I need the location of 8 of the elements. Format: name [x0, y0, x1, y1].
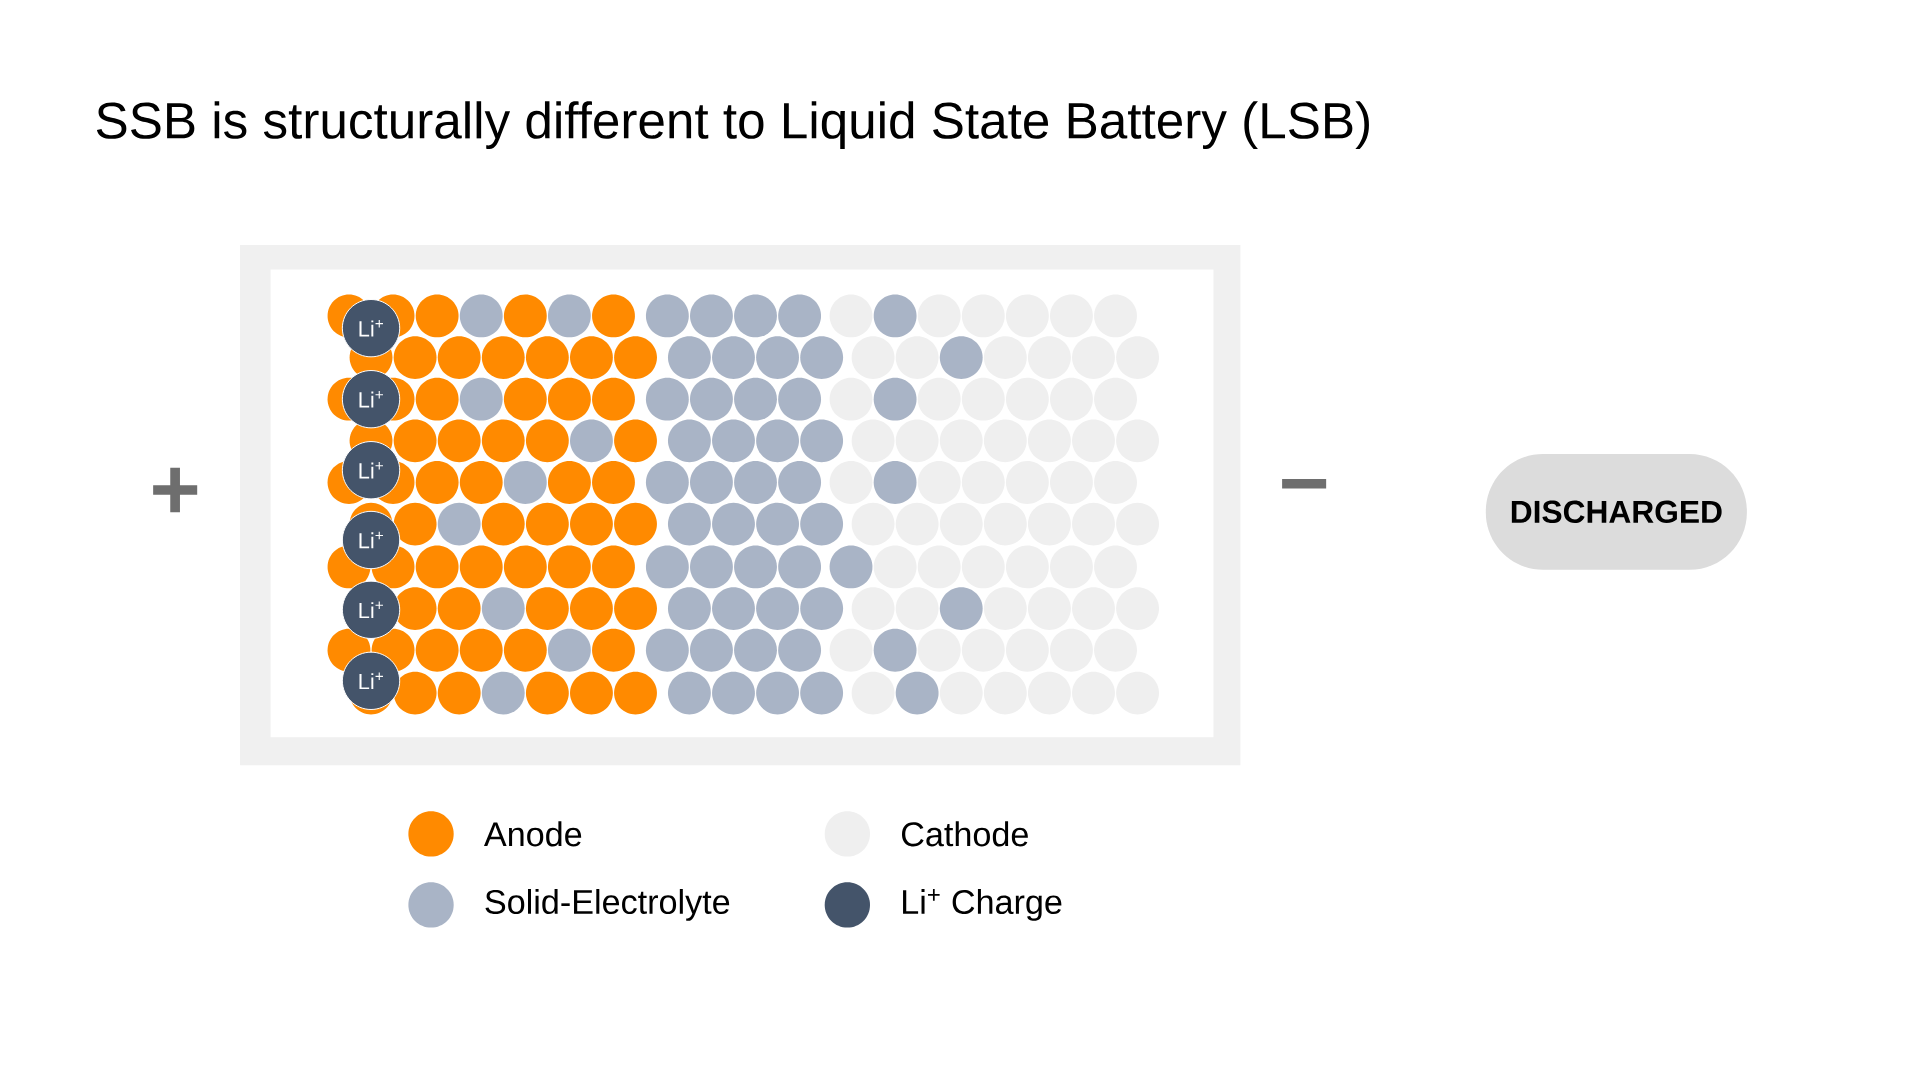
legend-label: Cathode	[902, 821, 1028, 847]
minus-sign: −	[1282, 478, 1327, 489]
legend-label: Solid-Electrolyte	[485, 889, 730, 921]
legend-label: Anode	[484, 821, 582, 847]
status-pill: DISCHARGED	[1485, 453, 1747, 570]
plus-sign: +	[153, 467, 198, 513]
title: SSB is structurally different to Liquid State Battery (LSB)	[96, 101, 1369, 149]
legend-label: Li$^{+}$ Charge	[903, 888, 1062, 921]
